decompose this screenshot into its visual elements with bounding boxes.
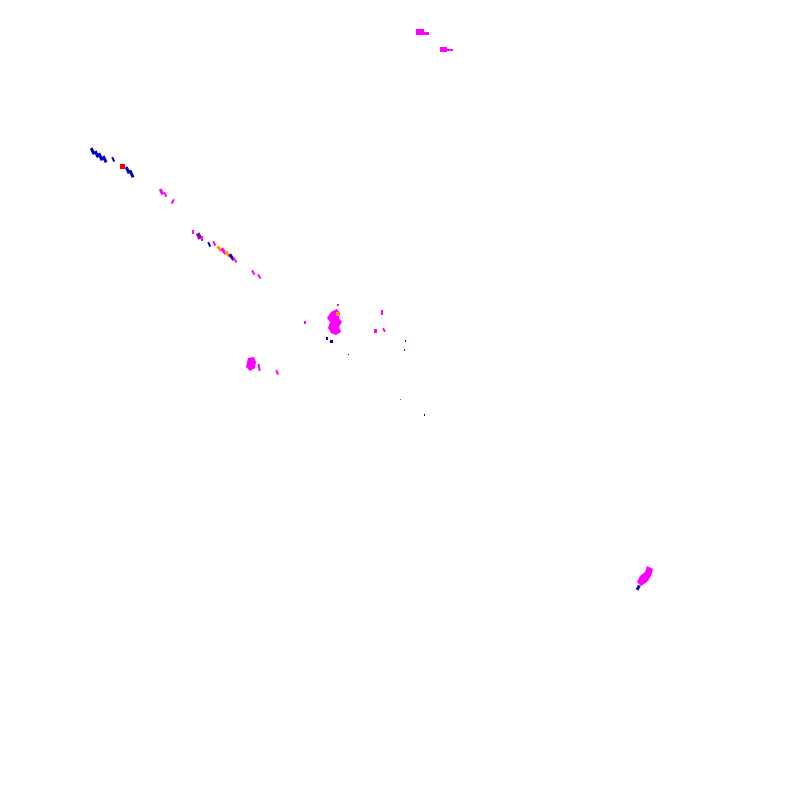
map-feature	[374, 329, 377, 333]
map-feature	[404, 349, 405, 351]
map-feature	[336, 312, 339, 316]
map-feature	[89, 147, 96, 156]
map-feature	[170, 198, 175, 205]
map-feature	[232, 256, 238, 264]
map-feature	[128, 169, 135, 179]
map-feature	[424, 414, 425, 416]
map-feature	[446, 49, 453, 51]
map-feature	[326, 337, 328, 340]
map-feature	[207, 241, 212, 248]
map-feature	[111, 156, 116, 163]
map-feature	[635, 584, 641, 591]
map-feature	[381, 310, 383, 315]
map-feature	[257, 363, 261, 372]
map-feature	[348, 354, 349, 355]
map-feature	[440, 47, 447, 52]
feature-group-northwest-track	[89, 147, 262, 280]
map-feature	[93, 150, 100, 159]
map-feature	[246, 357, 256, 371]
map-feature	[337, 304, 339, 306]
feature-group-west	[246, 357, 280, 376]
map-feature	[400, 399, 401, 400]
map-feature	[416, 29, 424, 35]
map-feature	[637, 566, 653, 586]
map-feature	[251, 269, 256, 276]
map-feature	[201, 236, 203, 241]
map-feature	[405, 340, 406, 342]
map-feature	[275, 369, 280, 376]
map-feature	[382, 327, 386, 333]
map-feature	[97, 152, 104, 162]
feature-group-central	[304, 304, 425, 416]
feature-group-southeast	[635, 566, 653, 591]
map-feature	[304, 321, 306, 324]
map-feature	[192, 230, 194, 234]
map-feature	[330, 340, 333, 343]
map-feature	[158, 188, 165, 196]
map-feature	[257, 273, 262, 280]
map-feature	[216, 245, 223, 253]
map-feature	[101, 155, 108, 164]
feature-group-north	[416, 29, 453, 52]
map-feature	[163, 191, 168, 198]
map-feature	[212, 240, 217, 247]
map-feature	[195, 232, 203, 240]
map-feature	[423, 32, 429, 35]
map-feature	[120, 164, 125, 169]
